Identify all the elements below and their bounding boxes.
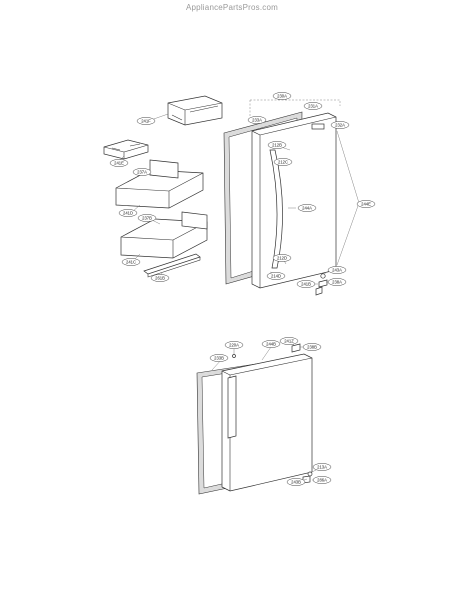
- svg-text:261B: 261B: [155, 276, 165, 281]
- label-244a: 244A: [297, 204, 317, 212]
- label-212d: 212D: [272, 254, 292, 262]
- label-212c: 212C: [273, 158, 293, 166]
- label-244b: 244B: [261, 340, 281, 348]
- label-230a: 230A: [272, 92, 292, 100]
- door-231a[interactable]: [251, 112, 337, 289]
- svg-text:233A: 233A: [252, 118, 262, 123]
- svg-text:212D: 212D: [277, 256, 287, 261]
- label-286a: 286A: [312, 476, 332, 484]
- svg-text:230A: 230A: [277, 94, 287, 99]
- svg-text:237B: 237B: [142, 216, 152, 221]
- svg-text:238A: 238A: [332, 280, 342, 285]
- svg-text:213A: 213A: [317, 465, 327, 470]
- hinge-parts-upper[interactable]: [315, 273, 328, 296]
- svg-text:241F: 241F: [141, 119, 151, 124]
- label-241z: 241Z: [279, 337, 299, 345]
- label-241f: 241F: [136, 117, 156, 125]
- svg-text:244B: 244B: [266, 342, 276, 347]
- svg-text:241D: 241D: [123, 211, 133, 216]
- svg-text:241C: 241C: [126, 260, 136, 265]
- label-241d: 241D: [118, 209, 138, 217]
- label-220a: 220A: [224, 341, 244, 349]
- svg-text:231A: 231A: [308, 104, 318, 109]
- svg-text:212B: 212B: [272, 143, 282, 148]
- svg-text:243A: 243A: [332, 268, 342, 273]
- label-241e: 241E: [109, 159, 129, 167]
- label-244e: 244E: [356, 200, 376, 208]
- svg-text:238B: 238B: [307, 345, 317, 350]
- label-213a: 213A: [312, 463, 332, 471]
- svg-text:237A: 237A: [137, 170, 147, 175]
- label-214d: 214D: [266, 272, 286, 280]
- label-237b: 237B: [137, 214, 157, 222]
- svg-text:241Z: 241Z: [284, 339, 294, 344]
- label-238b: 238B: [302, 343, 322, 351]
- site-header: AppliancePartsPros.com: [186, 3, 278, 12]
- bin-237b[interactable]: [120, 211, 208, 259]
- label-231a: 231A: [303, 102, 323, 110]
- label-243b: 243B: [286, 478, 306, 486]
- svg-text:214D: 214D: [271, 274, 281, 279]
- label-238a: 238A: [327, 278, 347, 286]
- label-241c: 241C: [121, 258, 141, 266]
- svg-text:244A: 244A: [302, 206, 312, 211]
- svg-text:220A: 220A: [229, 343, 239, 348]
- svg-text:212C: 212C: [278, 160, 288, 165]
- bin-241f[interactable]: [167, 95, 223, 126]
- svg-text:241B: 241B: [301, 282, 311, 287]
- screw-241z[interactable]: [232, 354, 236, 358]
- label-261b: 261B: [150, 274, 170, 282]
- label-232a: 232A: [330, 121, 350, 129]
- lower-door-assembly: 220A 233B 244B 241Z 238B 213A 243B 286A: [196, 337, 332, 495]
- rail-261b[interactable]: [143, 253, 201, 278]
- label-243a: 243A: [327, 266, 347, 274]
- label-241b: 241B: [296, 280, 316, 288]
- svg-text:243B: 243B: [291, 480, 301, 485]
- label-233a: 233A: [247, 116, 267, 124]
- svg-text:286A: 286A: [317, 478, 327, 483]
- svg-text:244E: 244E: [361, 202, 371, 207]
- svg-text:232A: 232A: [335, 123, 345, 128]
- tray-241e[interactable]: [103, 139, 149, 160]
- label-212b: 212B: [267, 141, 287, 149]
- bin-237a[interactable]: [115, 159, 204, 209]
- svg-text:241E: 241E: [114, 161, 124, 166]
- upper-door-assembly: 230A 231A 232A 233A 241F 241E 237A 241D …: [103, 92, 376, 296]
- svg-text:233B: 233B: [214, 356, 224, 361]
- label-237a: 237A: [132, 168, 152, 176]
- door-220a[interactable]: [221, 353, 313, 492]
- label-233b: 233B: [209, 354, 229, 362]
